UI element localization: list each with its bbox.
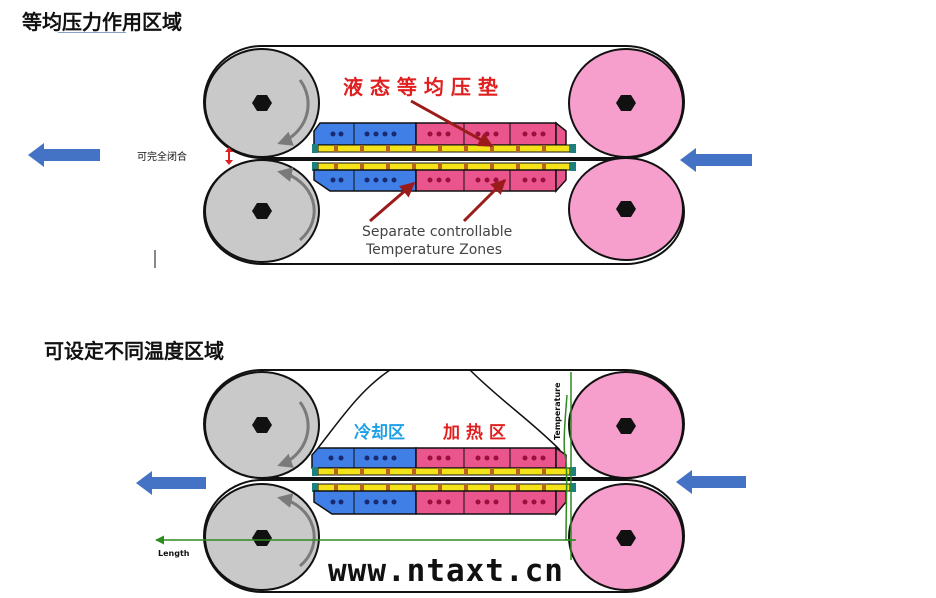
rotation-arrow-icon xyxy=(277,167,316,242)
roller-top-left xyxy=(204,371,320,479)
rotation-arrow-icon xyxy=(277,493,316,568)
hex-axle-icon xyxy=(252,417,272,433)
rotation-arrow-icon xyxy=(277,79,310,146)
upper-pressure-pad xyxy=(312,121,576,153)
exit-arrow-icon xyxy=(136,471,206,495)
belt-curve xyxy=(317,369,391,449)
pointer-arrow-icon xyxy=(462,178,507,223)
pointer-arrow-icon xyxy=(369,181,416,223)
temperature-axis-label: Temperature xyxy=(553,382,562,440)
zones-label-line1: Separate controllable xyxy=(362,224,512,240)
feed-arrow-icon xyxy=(680,148,752,172)
roller-bottom-left xyxy=(204,159,320,263)
exit-arrow-icon xyxy=(28,143,100,167)
hex-axle-icon xyxy=(616,95,636,111)
roller-bottom-right xyxy=(568,157,684,261)
hex-axle-icon xyxy=(252,530,272,546)
watermark: www.ntaxt.cn xyxy=(328,553,564,589)
roller-top-right xyxy=(568,371,684,479)
rotation-arrow-icon xyxy=(277,401,310,468)
hex-axle-icon xyxy=(616,201,636,217)
section2-title: 可设定不同温度区域 xyxy=(44,339,224,363)
belt-curve xyxy=(469,369,561,451)
closure-label: 可完全闭合 xyxy=(137,150,187,163)
upper-pressure-pad xyxy=(311,446,576,476)
heating-zone-label: 加 热 区 xyxy=(442,422,506,443)
temperature-curve xyxy=(563,394,576,541)
cooling-zone-label: 冷却区 xyxy=(354,422,405,443)
hex-axle-icon xyxy=(616,418,636,434)
zones-label-line2: Temperature Zones xyxy=(365,242,502,258)
roller-bottom-right xyxy=(568,483,684,591)
title-underline xyxy=(58,32,126,33)
length-axis-label: Length xyxy=(158,549,190,558)
press-section-2: 冷却区 加 热 区 Temperature Length xyxy=(136,369,746,593)
press-section-1: 液 态 等 均 压 垫 Separate controllable Temper… xyxy=(28,45,752,268)
roller-bottom-left xyxy=(204,483,320,591)
lower-pressure-pad xyxy=(312,162,576,193)
feed-arrow-icon xyxy=(676,470,746,494)
closure-double-arrow-icon xyxy=(225,147,233,165)
pad-label: 液 态 等 均 压 垫 xyxy=(343,75,498,99)
hex-axle-icon xyxy=(252,95,272,111)
section1-title: 等均压力作用区域 xyxy=(22,10,182,34)
roller-top-left xyxy=(204,48,320,158)
pointer-arrow-icon xyxy=(410,99,494,148)
roller-top-right xyxy=(568,48,684,158)
hex-axle-icon xyxy=(616,530,636,546)
hex-axle-icon xyxy=(252,203,272,219)
lower-pressure-pad xyxy=(312,483,576,517)
